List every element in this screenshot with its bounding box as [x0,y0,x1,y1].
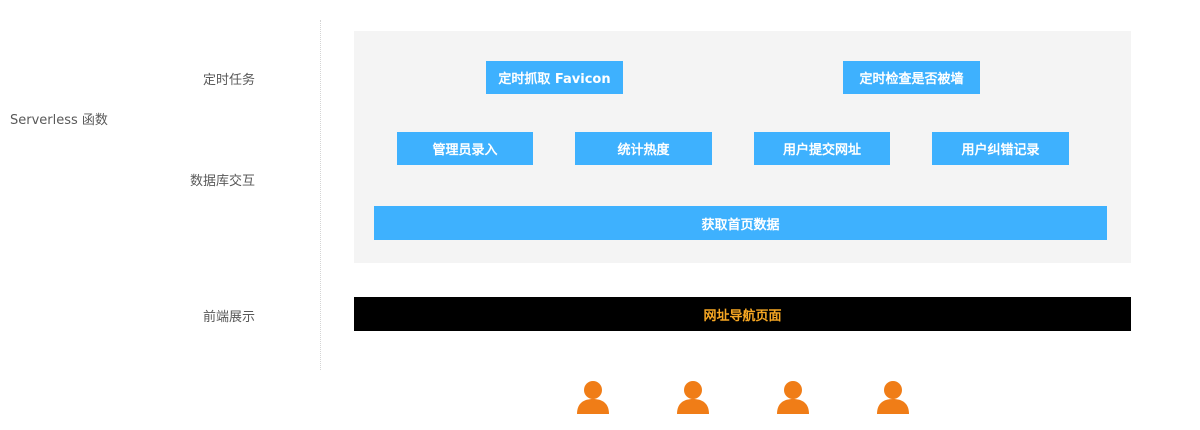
user-icon [577,381,609,414]
serverless-label: Serverless 函数 [10,113,108,128]
user-icon [777,381,809,414]
scheduled-tasks-label: 定时任务 [202,73,255,88]
url-navigation-page-bar: 网址导航页面 [354,297,1131,331]
fetch-favicon-box: 定时抓取 Favicon [486,61,623,94]
user-icon [677,381,709,414]
user-correction-box: 用户纠错记录 [932,132,1069,165]
stats-popularity-box: 统计热度 [575,132,712,165]
user-icon [877,381,909,414]
fetch-homepage-data-box: 获取首页数据 [374,206,1107,240]
database-interaction-label: 数据库交互 [189,174,255,189]
frontend-display-label: 前端展示 [202,310,255,325]
vertical-divider [320,20,321,370]
user-submit-url-box: 用户提交网址 [754,132,890,165]
admin-entry-box: 管理员录入 [397,132,533,165]
check-blocked-box: 定时检查是否被墙 [843,61,980,94]
